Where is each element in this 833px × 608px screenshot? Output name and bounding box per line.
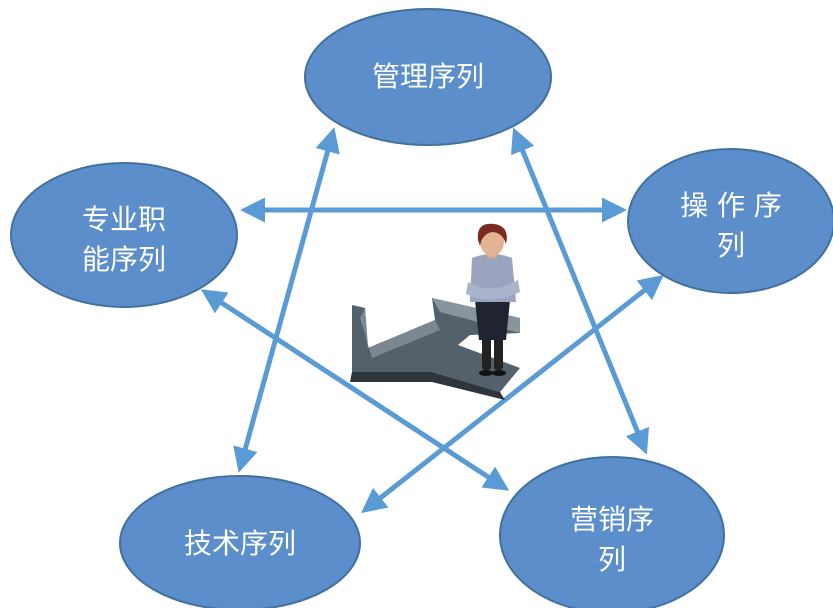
woman-figure — [466, 223, 520, 376]
node-operation — [627, 148, 833, 294]
marketing-label-line2: 列 — [597, 543, 626, 576]
operation-label-line1: 操 作 序 — [680, 189, 782, 222]
technical-label-line1: 技术序列 — [183, 527, 296, 560]
node-marketing — [499, 456, 725, 608]
node-technical — [119, 475, 361, 608]
marketing-label-line1: 营销序 — [569, 503, 654, 536]
management-label-line1: 管理序列 — [371, 60, 484, 93]
node-management — [304, 8, 552, 146]
operation-label: 操 作 序 列 — [661, 186, 801, 266]
professional-label-line1: 专业职 — [81, 203, 166, 236]
technical-label: 技术序列 — [150, 524, 330, 564]
marketing-label: 营销序 列 — [542, 500, 682, 580]
arrow-operation-technical — [361, 274, 664, 514]
management-label: 管理序列 — [338, 57, 518, 97]
professional-label: 专业职 能序列 — [54, 200, 194, 280]
professional-label-line2: 能序列 — [81, 243, 166, 276]
node-professional — [10, 162, 238, 308]
operation-label-line2: 列 — [716, 229, 745, 262]
